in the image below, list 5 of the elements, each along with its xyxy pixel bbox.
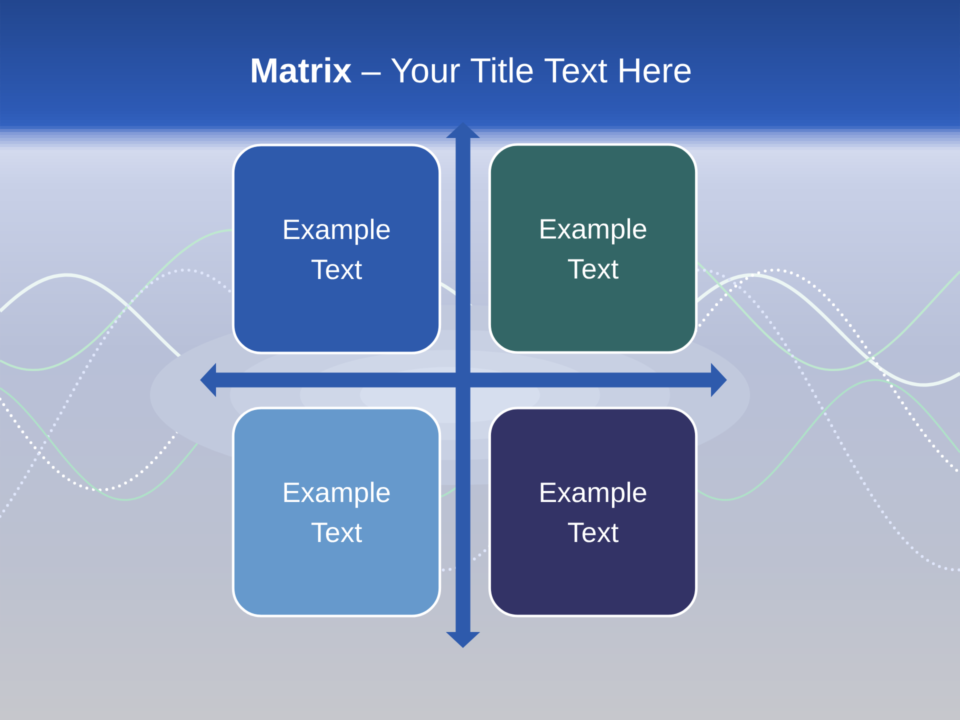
quadrant-box: Example Text — [232, 406, 442, 618]
quadrant-box: Example Text — [488, 143, 698, 354]
title: Matrix – Your Title Text Here — [252, 57, 691, 83]
quadrant-box: Example Text — [232, 144, 442, 354]
quadrant-box: Example Text — [488, 406, 698, 618]
